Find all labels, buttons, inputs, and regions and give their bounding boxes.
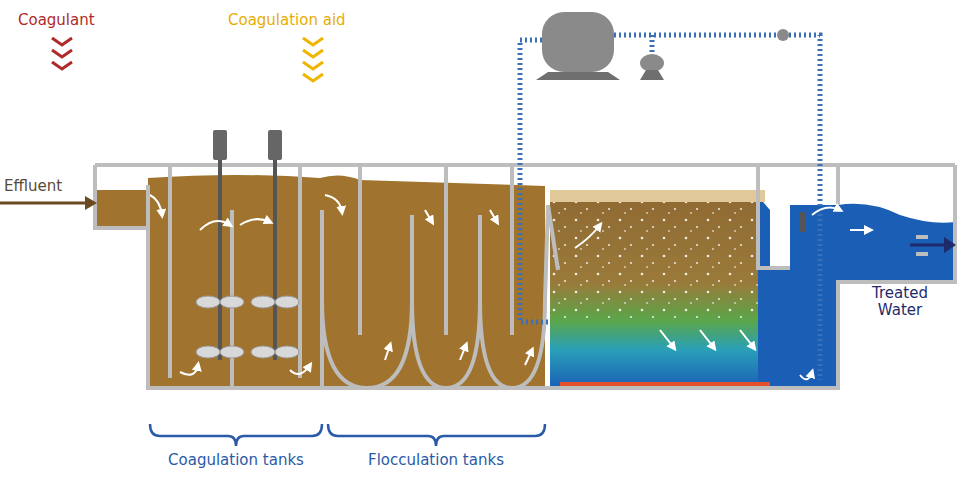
section-label: Flocculation tanks <box>368 452 504 469</box>
stream-label: Treated Water <box>869 285 931 320</box>
dosing-label: Coagulant <box>18 12 95 29</box>
section-label: Coagulation tanks <box>168 452 304 469</box>
stream-label: Effluent <box>4 178 62 195</box>
dosing-label: Coagulation aid <box>228 12 346 29</box>
